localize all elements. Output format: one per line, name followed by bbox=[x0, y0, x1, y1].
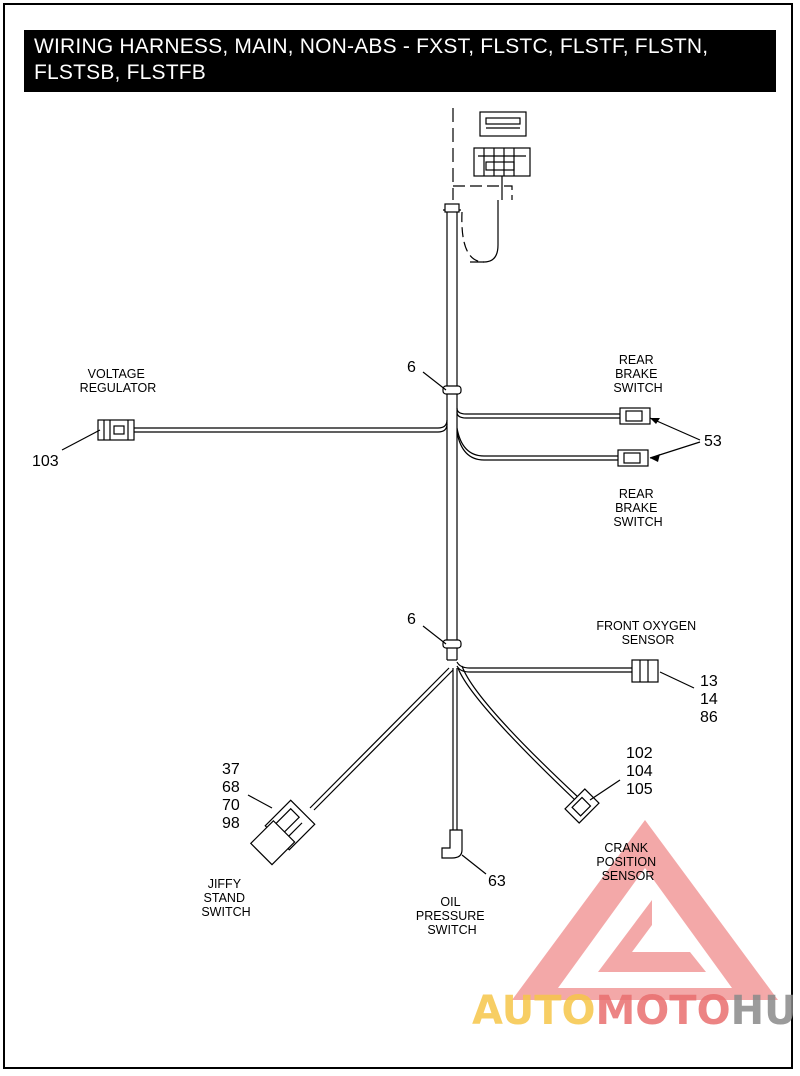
callout-front-oxygen: 13 14 86 bbox=[700, 673, 722, 726]
callout-oil-pressure: 63 bbox=[488, 873, 506, 890]
callout-clip-upper: 6 bbox=[407, 359, 416, 376]
watermark-logo-icon bbox=[512, 820, 778, 1000]
label-oil-pressure-switch: OIL PRESSURE SWITCH bbox=[416, 895, 488, 937]
callout-voltage-regulator: 103 bbox=[32, 453, 59, 470]
callout-rear-brake: 53 bbox=[704, 433, 722, 450]
label-rear-brake-switch-top: REAR BRAKE SWITCH bbox=[613, 353, 662, 395]
callout-jiffy-stand: 37 68 70 98 bbox=[222, 761, 244, 832]
label-voltage-regulator: VOLTAGE REGULATOR bbox=[80, 367, 157, 395]
callout-clip-lower: 6 bbox=[407, 611, 416, 628]
harness-clip-lower bbox=[442, 639, 462, 649]
callout-crank-position: 102 104 105 bbox=[626, 745, 657, 798]
label-front-oxygen-sensor: FRONT OXYGEN SENSOR bbox=[596, 619, 699, 647]
watermark-text: AUTOMOTOHUB bbox=[472, 988, 800, 1034]
harness-clip-upper bbox=[442, 385, 462, 395]
label-crank-position-sensor: CRANK POSITION SENSOR bbox=[596, 841, 659, 883]
label-jiffy-stand-switch: JIFFY STAND SWITCH bbox=[201, 877, 250, 919]
label-rear-brake-switch-bottom: REAR BRAKE SWITCH bbox=[613, 487, 662, 529]
page-title: WIRING HARNESS, MAIN, NON-ABS - FXST, FL… bbox=[24, 30, 776, 92]
